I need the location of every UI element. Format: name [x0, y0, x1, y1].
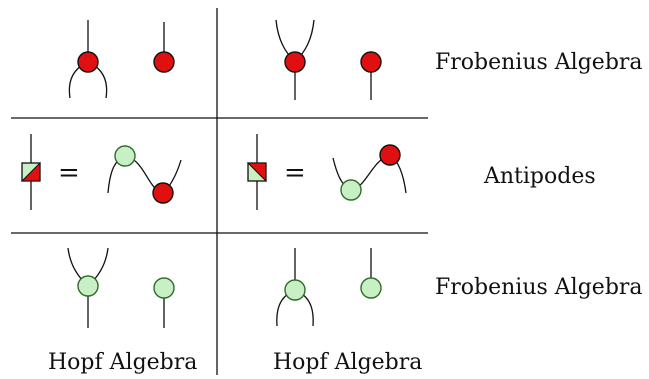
- red-comultiplication-node: [68, 20, 108, 99]
- snake-green-bottom-red-top: [332, 144, 407, 201]
- red-counit-node: [360, 51, 382, 100]
- green-multiplication-node: [67, 247, 109, 328]
- red-unit-node: [153, 22, 175, 73]
- green-counit-node: [153, 277, 175, 328]
- column-label-hopf-right: Hopf Algebra: [273, 350, 422, 375]
- snake-green-top-red-bottom: [107, 145, 182, 204]
- row-label-frobenius-green: Frobenius Algebra: [435, 275, 643, 300]
- column-label-hopf-left: Hopf Algebra: [48, 350, 197, 375]
- equals-sign-left: =: [58, 158, 80, 188]
- red-multiplication-node: [275, 19, 315, 100]
- green-unit-node: [360, 248, 382, 299]
- equals-sign-right: =: [284, 158, 306, 188]
- row-label-frobenius-red: Frobenius Algebra: [435, 50, 643, 75]
- antipode-box-red-upper: [246, 134, 267, 210]
- antipode-box-red-lower: [20, 134, 41, 210]
- green-comultiplication-node: [276, 248, 314, 327]
- row-label-antipodes: Antipodes: [483, 164, 596, 189]
